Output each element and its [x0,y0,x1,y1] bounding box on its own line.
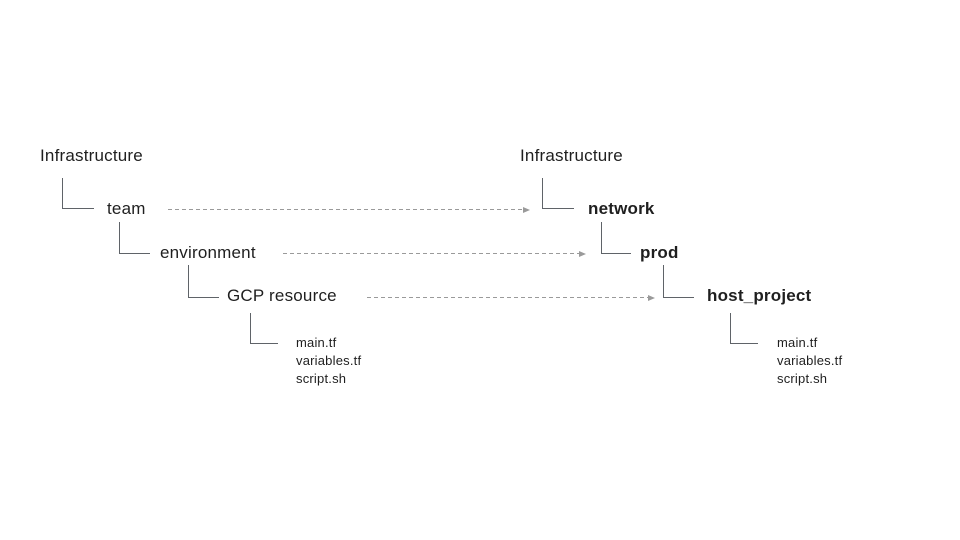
left-connector-gcp-resource-to-files [250,313,278,344]
right-tree-node-prod: prod [640,243,679,262]
left-connector-root-to-team [62,178,94,209]
dashed-line [367,296,648,299]
left-file-script-sh: script.sh [296,371,347,386]
arrowhead-right-icon [648,294,655,301]
right-tree-node-network: network [588,199,655,218]
left-connector-team-to-environment [119,222,150,254]
right-connector-prod-to-host-project [663,265,694,298]
right-tree-node-host-project: host_project [707,286,812,305]
right-connector-root-to-network [542,178,574,209]
right-tree-root-label: Infrastructure [520,146,623,165]
left-tree-file-list: main.tf variables.tf script.sh [296,334,361,388]
right-file-main-tf: main.tf [777,335,818,350]
left-tree-node-environment: environment [160,243,256,262]
right-file-script-sh: script.sh [777,371,828,386]
left-file-main-tf: main.tf [296,335,337,350]
mapping-arrow-environment-to-prod [283,249,586,258]
right-connector-host-project-to-files [730,313,758,344]
left-tree-node-team: team [107,199,146,218]
left-connector-environment-to-gcp-resource [188,265,219,298]
right-connector-network-to-prod [601,222,631,254]
mapping-arrow-team-to-network [168,205,530,214]
arrowhead-right-icon [523,206,530,213]
right-file-variables-tf: variables.tf [777,353,843,368]
left-tree-root-label: Infrastructure [40,146,143,165]
dashed-line [283,252,579,255]
arrowhead-right-icon [579,250,586,257]
right-tree-file-list: main.tf variables.tf script.sh [777,334,842,388]
dashed-line [168,208,523,211]
left-tree-node-gcp-resource: GCP resource [227,286,337,305]
left-file-variables-tf: variables.tf [296,353,362,368]
mapping-arrow-gcp-resource-to-host-project [367,293,655,302]
